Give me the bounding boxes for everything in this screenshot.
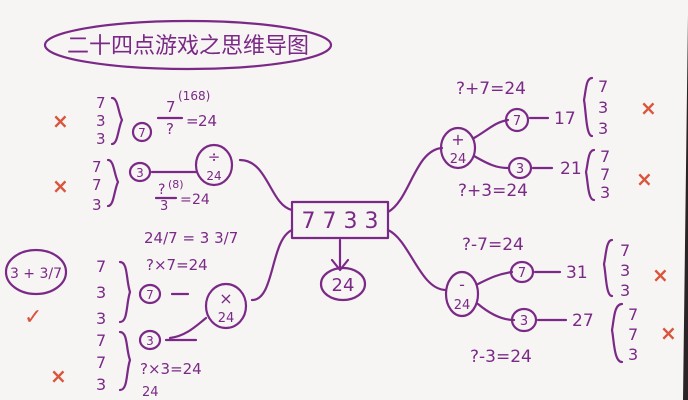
minus-b1-mark: × [652, 263, 669, 287]
connector-right-minus [386, 228, 448, 292]
minus-b1-s1: 3 [620, 261, 630, 280]
connector-left-mul [250, 228, 294, 302]
minus-b1-s2: 3 [620, 281, 630, 300]
mul-eq2-sub: 24 [142, 385, 159, 400]
plus-b2-rem: 21 [560, 159, 582, 179]
mul-answer: 3 + 3/7 [10, 266, 62, 282]
div-eq2: = [180, 192, 192, 208]
minus-b2-s2: 3 [628, 345, 638, 364]
down-arrow-icon [330, 238, 350, 272]
div-b2-circle: 3 [136, 166, 144, 180]
div-b2-mark: × [52, 174, 69, 198]
minus-val: 24 [454, 298, 471, 313]
minus-b1-rem: 31 [566, 263, 588, 283]
plus-b1-circle: 7 [513, 114, 521, 129]
div-val: 24 [206, 169, 221, 183]
minus-b2-s0: 7 [628, 305, 638, 324]
plus-b1-rem: 17 [554, 109, 576, 129]
div-b2-s2: 3 [92, 196, 102, 214]
mul-op: × [219, 289, 232, 308]
connector-left-div [238, 158, 294, 212]
minus-b1-circle: 7 [518, 266, 526, 281]
plus-b2-s1: 7 [600, 165, 610, 184]
plus-b1-s1: 3 [598, 98, 608, 117]
left-div-node: ÷ 24 [194, 143, 234, 187]
div-op: ÷ [208, 148, 221, 166]
plus-b1-mark: × [640, 96, 657, 120]
plus-op: + [451, 130, 464, 149]
plus-b2-circle: 3 [516, 162, 524, 177]
plus-b2-mark: × [636, 167, 653, 191]
mul-b2-s1: 7 [96, 353, 106, 372]
plus-val: 24 [450, 152, 467, 167]
left-mul-node: × 24 [204, 282, 248, 330]
minus-b2-rem: 27 [572, 311, 594, 331]
div-b1-result: 24 [198, 112, 217, 130]
plus-b2-s0: 7 [600, 147, 610, 166]
div-b2-num: ? [158, 182, 165, 198]
mul-b1-s2: 3 [96, 309, 106, 328]
mul-b1-circle: 7 [146, 288, 154, 302]
minus-b2-mark: × [660, 321, 677, 345]
div-b1-note: (168) [178, 89, 210, 103]
mul-eq2: ?×3=24 [140, 360, 202, 378]
mul-val: 24 [218, 311, 235, 326]
mul-frac-line: 24/7 = 3 3/7 [144, 229, 238, 247]
div-eq1: = [186, 112, 199, 130]
plus-eq-bottom: ?+3=24 [458, 181, 528, 201]
mul-b2-s0: 7 [96, 331, 106, 350]
mul-answer-mark: ✓ [24, 305, 42, 330]
mul-b2-mark: × [50, 364, 67, 388]
answer-bubble: 3 + 3/7 [4, 248, 68, 296]
minus-b2-circle: 3 [520, 314, 528, 329]
connector-right-plus [386, 146, 444, 214]
div-b1-circle: 7 [138, 126, 146, 140]
minus-eq-bottom: ?-3=24 [470, 347, 532, 367]
right-plus-node: + 24 [439, 126, 477, 170]
div-b2-result: 24 [192, 192, 210, 208]
minus-eq-top: ?-7=24 [462, 235, 524, 255]
plus-b2-s2: 3 [600, 183, 610, 202]
div-b2-den: 3 [160, 199, 168, 214]
div-b2-s1: 7 [92, 176, 102, 194]
mul-b1-s0: 7 [96, 257, 106, 276]
plus-b1-s2: 3 [598, 119, 608, 138]
center-cards: 7 7 3 3 [302, 209, 379, 234]
center-target: 24 [332, 275, 355, 296]
div-b1-s1: 3 [96, 112, 106, 130]
div-b1-mark: × [52, 109, 69, 133]
plus-b1-s0: 7 [598, 77, 608, 96]
plus-eq-top: ?+7=24 [456, 79, 526, 99]
title-bubble: 二十四点游戏之思维导图 [43, 19, 333, 71]
div-b1-s2: 3 [96, 130, 106, 148]
right-minus-node: - 24 [444, 270, 480, 318]
title-text: 二十四点游戏之思维导图 [67, 34, 309, 59]
minus-op: - [459, 275, 465, 294]
mul-b2-circle: 3 [146, 334, 154, 348]
minus-b1-s0: 7 [620, 241, 630, 260]
minus-b2-s1: 7 [628, 325, 638, 344]
mul-eq1: ?×7=24 [146, 256, 208, 274]
center-node: 7 7 3 3 24 [290, 200, 390, 302]
div-b2-s0: 7 [92, 158, 102, 176]
div-b2-note: (8) [168, 178, 184, 191]
mul-b1-s1: 3 [96, 283, 106, 302]
div-b1-num: 7 [166, 98, 176, 116]
mul-b2-s2: 3 [96, 375, 106, 394]
div-b1-den: ? [166, 120, 174, 138]
div-b1-s0: 7 [96, 94, 106, 112]
